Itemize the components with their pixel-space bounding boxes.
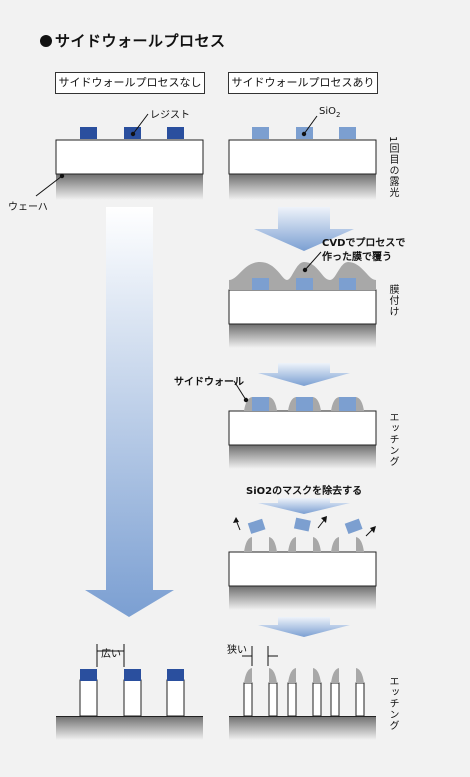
resist-block [167,127,184,139]
wafer-label: ウェーハ [8,202,48,213]
down-arrow-1 [254,207,354,251]
sio2-text: SiO [319,106,336,117]
column-header-without: サイドウォールプロセスなし [55,72,205,94]
column-header-with: サイドウォールプロセスあり [228,72,378,94]
cvd-annotation: CVDでプロセスで 作った膜で覆う [322,237,405,265]
title-text: サイドウォールプロセス [55,32,226,50]
right-wafer-sidewall [228,380,377,469]
right-wafer-remove-mask [228,516,377,610]
cvd-line-1: CVDでプロセスで [322,238,406,249]
sidewall-label: サイドウォール [174,377,244,388]
bullet-icon [40,35,52,47]
down-arrow-4 [258,617,350,637]
step-label-etch-1: エッチング [387,412,398,467]
right-wafer-exposure [228,115,377,200]
left-wafer-result [56,644,203,740]
step-label-film: 膜付け [387,284,398,317]
narrow-label: 狭い [227,645,247,656]
remove-mask-label: SiO2のマスクを除去する [246,486,363,497]
lifted-mask [293,517,311,532]
sio2-block [339,127,356,139]
lifted-mask [247,518,266,534]
left-wafer-exposure [35,113,204,200]
right-wafer-result [229,646,376,740]
step-label-exposure: 1回目の露光 [387,136,398,199]
sio2-block [252,127,269,139]
down-arrow-3 [258,498,350,514]
sio2-label: SiO2 [319,106,340,119]
resist-block [80,127,97,139]
right-wafer-film [228,251,377,348]
diagram-title: サイドウォールプロセス [40,30,226,51]
step-label-etch-2: エッチング [387,676,398,731]
resist-label: レジスト [150,110,190,121]
cvd-line-2: 作った膜で覆う [322,252,392,263]
sio2-subscript: 2 [336,111,341,119]
lifted-mask [344,518,363,535]
down-arrow-2 [258,363,350,386]
big-down-arrow [85,207,174,617]
wide-label: 広い [101,649,121,660]
